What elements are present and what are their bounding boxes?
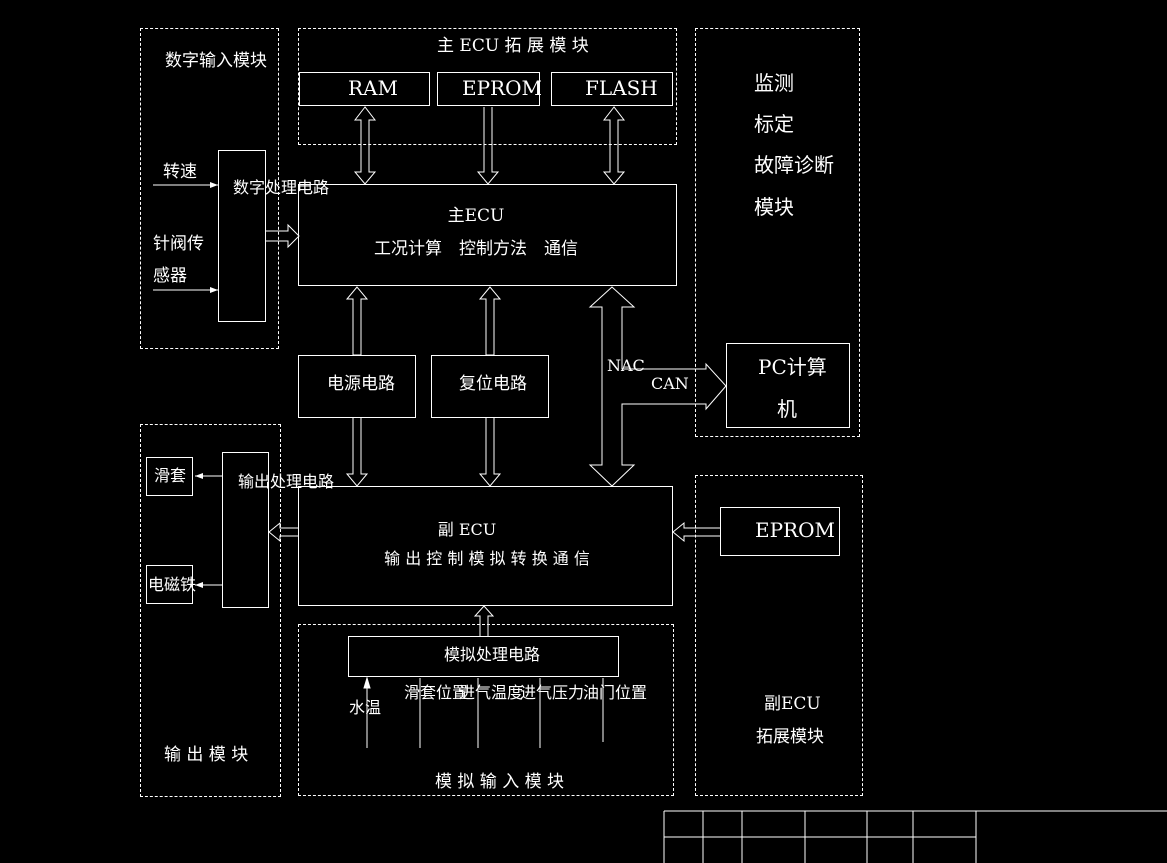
pc-label-1: PC计算: [758, 355, 827, 379]
needle-sensor-label-1: 针阀传: [153, 234, 204, 254]
sub-ecu-ext-label-2: 拓展模块: [756, 727, 824, 747]
sub-ecu-ext-label-1: 副ECU: [764, 694, 821, 714]
output-module-label: 输 出 模 块: [164, 745, 249, 765]
monitor-module: [695, 28, 860, 437]
eprom-label: EPROM: [462, 76, 542, 100]
monitor-line-1: 监测: [754, 71, 794, 95]
sub-ecu-functions: 输 出 控 制 模 拟 转 换 通 信: [384, 549, 590, 568]
pc-box: [726, 343, 850, 428]
sub-eprom-box: [720, 507, 840, 556]
eprom-box: [437, 72, 540, 106]
main-reset-arrow: [478, 286, 502, 356]
flash-box: [551, 72, 673, 106]
power-sub-arrow: [345, 417, 369, 487]
output-module: [140, 424, 281, 797]
digital-proc-label: 数字处理电路: [233, 178, 330, 197]
can-label: CAN: [651, 374, 689, 393]
sub-ecu-extension-module: [695, 475, 863, 796]
sleeve-pos-label: 滑套位置: [404, 683, 469, 702]
reset-sub-arrow: [478, 417, 502, 487]
analog-to-sub-arrow: [473, 605, 495, 636]
power-circuit-label: 电源电路: [327, 374, 395, 394]
flash-label: FLASH: [585, 76, 658, 100]
sleeve-label: 滑套: [154, 466, 187, 485]
ram-box: [299, 72, 430, 106]
title-block-grid: [663, 810, 1167, 863]
intake-pressure-label: 进气压力: [520, 683, 585, 702]
output-proc-label: 输出处理电路: [238, 472, 335, 491]
eprom-to-sub-arrow: [672, 521, 720, 543]
intake-temp-label: 进气温度: [459, 683, 524, 702]
sub-eprom-label: EPROM: [755, 518, 835, 542]
main-ecu-ext-label: 主 ECU 拓 展 模 块: [437, 36, 589, 56]
digital-input-module-label: 数字输入模块: [165, 51, 267, 71]
main-ecu-extension-module: [298, 28, 677, 145]
ram-label: RAM: [348, 76, 398, 100]
reset-circuit-label: 复位电路: [459, 374, 527, 394]
solenoid-label: 电磁铁: [148, 575, 197, 594]
digital-proc-box: [218, 150, 266, 322]
output-proc-box: [222, 452, 269, 608]
digital-input-module: [140, 28, 279, 349]
monitor-line-4: 模块: [754, 195, 794, 219]
analog-proc-label: 模拟处理电路: [444, 645, 541, 664]
nac-can-bus-arrow: [588, 286, 727, 487]
speed-label: 转速: [163, 162, 197, 182]
sleeve-box: [146, 457, 193, 496]
main-ecu-box: [298, 184, 677, 286]
throttle-pos-label: 油门位置: [583, 683, 648, 702]
main-ecu-title: 主ECU: [447, 206, 505, 226]
solenoid-box: [146, 565, 193, 604]
analog-input-module-label: 模 拟 输 入 模 块: [435, 772, 565, 792]
power-circuit-box: [298, 355, 416, 418]
main-power-arrow: [345, 286, 369, 356]
analog-input-module: [298, 624, 674, 796]
reset-circuit-box: [431, 355, 549, 418]
monitor-line-3: 故障诊断: [754, 153, 834, 177]
water-temp-label: 水温: [349, 698, 382, 717]
main-ecu-functions: 工况计算 控制方法 通信: [374, 239, 578, 259]
pc-label-2: 机: [777, 397, 797, 421]
nac-label: NAC: [607, 356, 645, 375]
digital-to-main-arrow: [266, 223, 300, 249]
analog-proc-box: [348, 636, 619, 677]
monitor-line-2: 标定: [754, 112, 794, 136]
needle-sensor-label-2: 感器: [153, 266, 187, 286]
sub-ecu-title: 副 ECU: [437, 520, 497, 539]
sub-ecu-box: [298, 486, 673, 606]
